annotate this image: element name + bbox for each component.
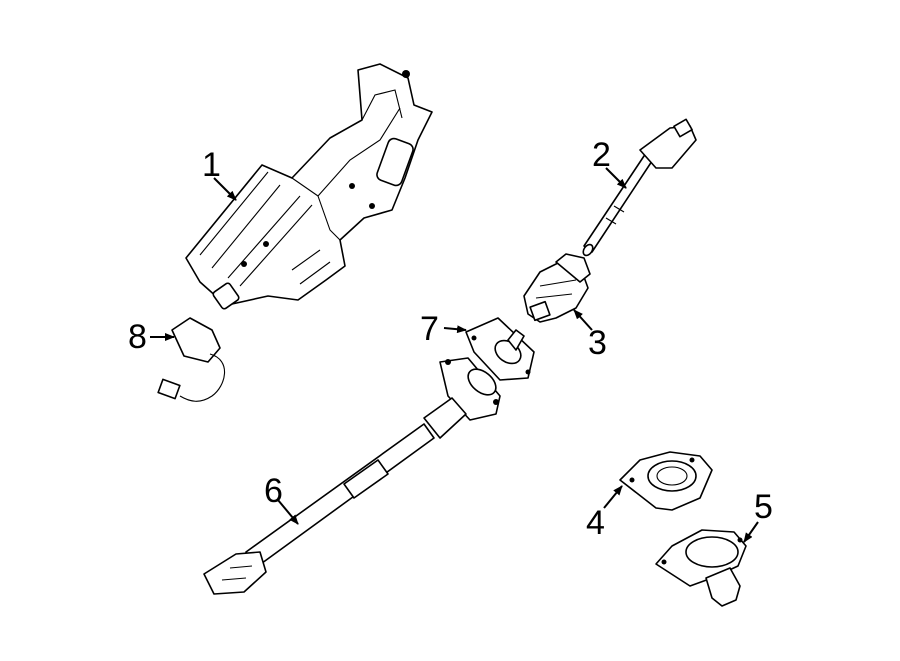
leader-2 xyxy=(605,167,627,189)
boot-plate[interactable] xyxy=(619,451,713,511)
callout-6: 6 xyxy=(264,472,283,510)
leader-4 xyxy=(603,485,623,509)
callout-leaders xyxy=(150,167,759,543)
callout-labels: 1 2 3 4 5 6 7 8 xyxy=(128,136,773,542)
callout-1: 1 xyxy=(202,146,221,184)
callout-7: 7 xyxy=(420,310,439,348)
lower-intermediate-shaft[interactable] xyxy=(203,357,501,595)
leader-6 xyxy=(277,499,299,525)
upper-intermediate-shaft[interactable] xyxy=(581,118,697,257)
mounting-flange[interactable] xyxy=(465,317,535,381)
leader-5 xyxy=(743,521,759,543)
leader-7 xyxy=(443,325,467,334)
callout-4: 4 xyxy=(586,504,605,542)
steering-column-assembly[interactable] xyxy=(185,63,433,310)
boot-seal[interactable] xyxy=(655,529,747,607)
leader-3 xyxy=(573,309,593,331)
universal-joint[interactable] xyxy=(523,253,591,323)
callout-5: 5 xyxy=(754,488,773,526)
callout-2: 2 xyxy=(592,136,611,174)
callout-3: 3 xyxy=(588,324,607,362)
leader-1 xyxy=(213,177,237,201)
steering-sensor[interactable] xyxy=(157,317,226,402)
callout-8: 8 xyxy=(128,318,147,356)
